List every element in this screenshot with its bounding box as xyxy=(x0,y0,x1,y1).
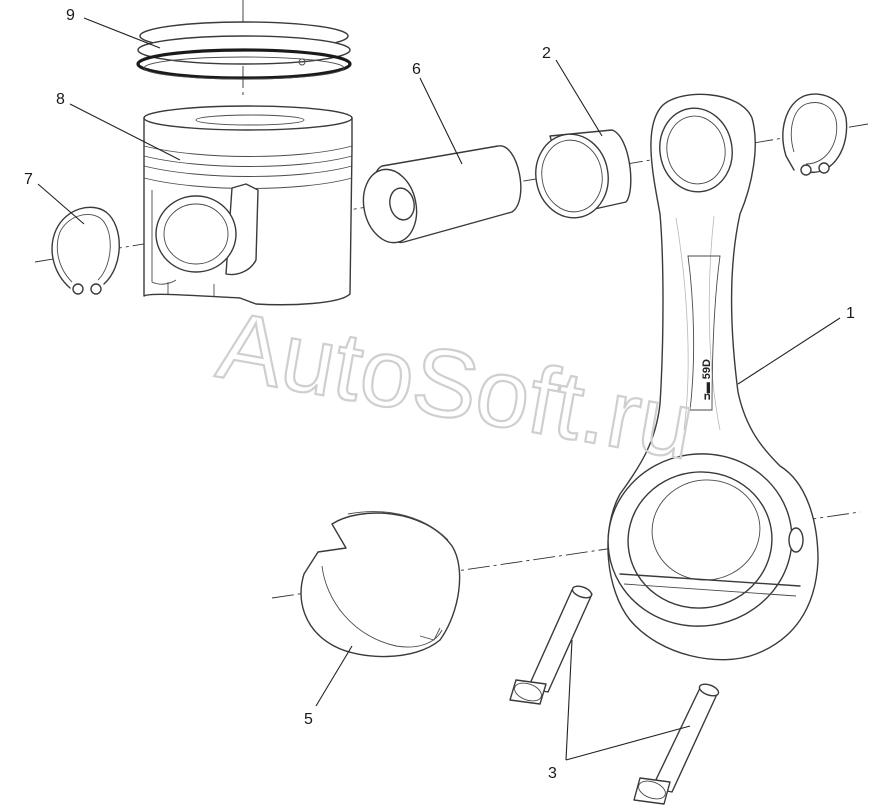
leader-7 xyxy=(37,183,85,225)
leader-8 xyxy=(69,103,181,161)
leader-3-a xyxy=(565,639,573,761)
piston-groove-2 xyxy=(143,155,353,167)
circlip-left-eye-2 xyxy=(90,283,102,295)
leader-6 xyxy=(419,77,463,165)
leader-5 xyxy=(315,645,353,707)
bearing-shell-top-edge xyxy=(347,511,449,541)
rod-big-end-bore xyxy=(627,471,773,609)
rod-small-end-inner xyxy=(666,115,726,185)
bushing-face xyxy=(535,133,609,219)
watermark: AutoSoft.ru xyxy=(210,291,702,480)
bolt-upper-head-face xyxy=(514,682,542,702)
rod-beam-edge-right xyxy=(708,215,721,431)
circlip-right-inner xyxy=(790,102,838,165)
rod-cap-parting-line-2 xyxy=(623,583,797,597)
piston xyxy=(143,105,353,306)
bolt-upper-shank xyxy=(527,589,593,693)
callout-2: 2 xyxy=(542,45,551,62)
piston-skirt-edge xyxy=(151,190,177,285)
bolt-upper-head xyxy=(509,679,547,705)
piston-crown xyxy=(143,105,353,131)
rod-bolt-lower xyxy=(633,683,720,805)
piston-pin-hole xyxy=(389,187,415,221)
leader-3-b xyxy=(565,725,691,761)
callout-8: 8 xyxy=(56,91,65,108)
bearing-shell xyxy=(300,511,461,658)
bearing-shell-body xyxy=(300,512,461,658)
callout-3: 3 xyxy=(548,765,557,782)
rod-bolt-upper xyxy=(509,585,593,705)
rod-beam-rib xyxy=(687,255,721,411)
bolt-lower-head-face xyxy=(638,780,666,800)
bolt-lower-head xyxy=(633,777,671,805)
leader-2 xyxy=(555,59,603,137)
ring-gap-mark xyxy=(298,58,306,66)
leader-lines xyxy=(37,17,841,761)
bolt-upper-tip xyxy=(571,585,593,599)
callout-1: 1 xyxy=(846,305,855,322)
callout-labels: 1 2 3 5 6 7 8 9 xyxy=(24,7,855,782)
small-end-bushing xyxy=(535,129,632,219)
bushing-inner xyxy=(541,139,603,213)
circlip-left xyxy=(51,206,120,295)
circlip-right xyxy=(782,93,848,176)
circlip-left-inner xyxy=(56,214,111,283)
bearing-shell-tab xyxy=(419,627,441,641)
bolt-lower-shank xyxy=(651,687,719,793)
bolt-lower-tip xyxy=(698,683,720,697)
ring-oil xyxy=(136,48,352,80)
piston-pin-bore xyxy=(155,195,237,273)
leader-9 xyxy=(83,17,161,49)
piston-boss-rib xyxy=(225,183,259,276)
circlip-right-eye-2 xyxy=(818,162,830,174)
piston-groove-3 xyxy=(143,165,353,177)
piston-pin xyxy=(362,145,522,244)
leader-1 xyxy=(737,317,841,385)
circlip-right-body xyxy=(782,93,848,173)
piston-bowl xyxy=(195,114,305,126)
rod-marking: ᴝ▬ 59D xyxy=(701,359,713,400)
callout-6: 6 xyxy=(412,61,421,78)
callout-9: 9 xyxy=(66,7,75,24)
circlip-right-eye-1 xyxy=(800,164,812,176)
rod-bolt-hole xyxy=(788,527,804,553)
circlip-left-body xyxy=(51,206,120,289)
rod-cap-parting-line xyxy=(619,573,801,587)
piston-groove-1 xyxy=(143,145,353,157)
circlip-left-eye-1 xyxy=(72,283,84,295)
piston-rings xyxy=(136,21,352,80)
rod-beam-edge-left xyxy=(675,217,689,431)
piston-pin-bore-inner xyxy=(163,203,229,265)
callout-5: 5 xyxy=(304,711,313,728)
connecting-rod: ᴝ▬ 59D xyxy=(607,93,819,661)
rod-small-end-bore xyxy=(659,107,733,193)
callout-7: 7 xyxy=(24,171,33,188)
ring-oil-inner xyxy=(143,56,345,80)
bearing-shell-edge xyxy=(321,565,443,648)
